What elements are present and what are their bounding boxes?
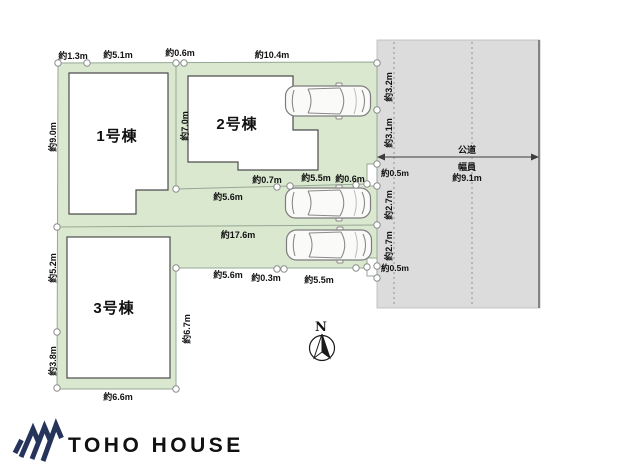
- arrow-right-head-icon: [531, 153, 539, 161]
- dimension-label: 約3.8m: [47, 346, 58, 376]
- dimension-label: 約9.0m: [47, 122, 58, 152]
- dimension-label: 約0.5m: [381, 168, 409, 178]
- car-icon: [284, 82, 372, 120]
- road-name-label: 公道: [458, 144, 476, 155]
- dimension-label: 約5.6m: [213, 269, 243, 280]
- dimension-label: 約3.1m: [383, 118, 394, 148]
- parcel-boundaries: [56, 63, 378, 277]
- dimension-label: 約0.7m: [252, 174, 282, 185]
- dimension-label: 約0.5m: [381, 263, 409, 273]
- north-compass: N: [308, 320, 336, 362]
- buildings: 1号棟 2号棟 3号棟: [66, 72, 319, 379]
- logo-roof-icon: [12, 418, 64, 462]
- dimension-label: 約2.7m: [383, 190, 394, 220]
- building-2-label: 2号棟: [216, 115, 257, 133]
- building-3-footprint: [66, 236, 171, 379]
- toho-house-logo: TOHO HOUSE: [12, 418, 244, 462]
- dimension-label: 約6.6m: [103, 391, 133, 402]
- compass-needle-east-icon: [321, 333, 331, 360]
- dimension-label: 約5.6m: [213, 191, 243, 202]
- car-icon: [285, 226, 373, 264]
- road-width-word-label: 幅員: [458, 161, 476, 172]
- road-width-annotation: 公道 幅員 約9.1m: [377, 144, 539, 183]
- arrow-left-head-icon: [377, 153, 385, 161]
- dimension-labels: 約1.3m 約5.1m 約0.6m 約10.4m 約9.0m 約5.2m 約3.…: [47, 47, 409, 402]
- dimension-label: 約6.7m: [181, 314, 192, 344]
- dimension-label: 約0.3m: [251, 272, 281, 283]
- dimension-label: 約0.6m: [335, 173, 365, 184]
- dimension-label: 約5.5m: [304, 274, 334, 285]
- car-icon: [284, 184, 372, 222]
- dimension-label: 約3.2m: [383, 72, 394, 102]
- north-label: N: [315, 320, 327, 335]
- building-1-label: 1号棟: [96, 127, 137, 145]
- logo-text: TOHO HOUSE: [68, 434, 244, 457]
- public-road: [376, 39, 541, 309]
- building-3-label: 3号棟: [93, 299, 134, 317]
- dimension-label: 約0.6m: [165, 47, 195, 58]
- dimension-label: 約5.5m: [301, 172, 331, 183]
- survey-point-markers: [53, 59, 381, 393]
- dimension-label: 約1.3m: [58, 50, 88, 61]
- dimension-label: 約17.6m: [221, 229, 256, 240]
- dimension-label: 約5.1m: [103, 49, 133, 60]
- dimension-label: 約7.0m: [179, 111, 190, 141]
- boundary-tab-upper: [366, 163, 378, 187]
- road-width-value-label: 約9.1m: [452, 172, 482, 183]
- dimension-label: 約2.7m: [383, 231, 394, 261]
- dimension-label: 約5.2m: [47, 253, 58, 283]
- building-1-footprint: [68, 72, 169, 215]
- dimension-label: 約10.4m: [255, 49, 290, 60]
- road-surface: [376, 39, 541, 309]
